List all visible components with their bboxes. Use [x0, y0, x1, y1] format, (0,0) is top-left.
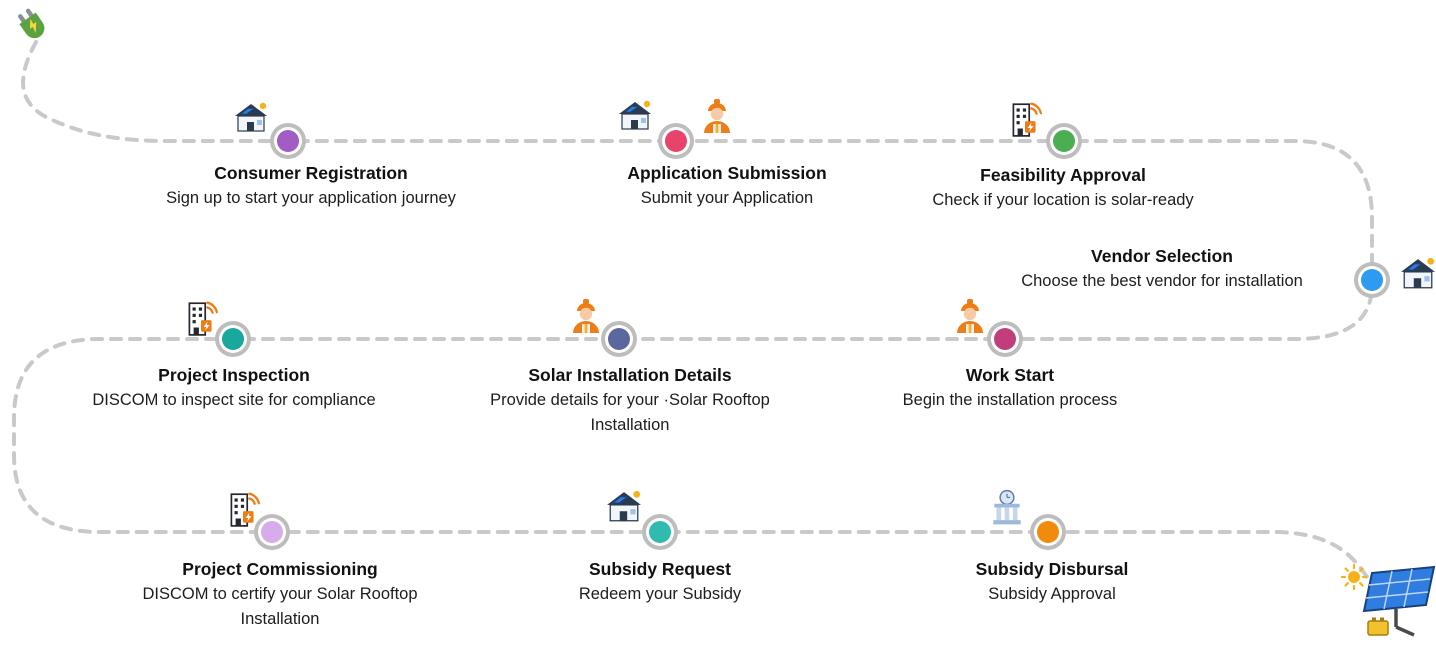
step-title: Project Commissioning [182, 559, 378, 579]
power-plug-icon [12, 6, 58, 52]
worker-icon [954, 297, 986, 333]
step-description: Begin the installation process [902, 391, 1118, 409]
step-title: Project Inspection [158, 365, 310, 385]
project-commissioning-node [261, 521, 283, 543]
solar-house-icon [232, 101, 270, 135]
step-description: Redeem your Subsidy [578, 585, 742, 603]
step-title: Subsidy Request [589, 559, 731, 579]
solar-panel-icon [1338, 563, 1436, 643]
subsidy-disbursal-node [1037, 521, 1059, 543]
step-title: Work Start [965, 365, 1055, 385]
feasibility-approval-node [1053, 130, 1075, 152]
solar-house-icon [604, 489, 644, 525]
step-description: Subsidy Approval [988, 585, 1116, 603]
step-title: Solar Installation Details [528, 365, 732, 385]
step-description: DISCOM to inspect site for compliance [92, 391, 376, 409]
vendor-selection-node [1361, 269, 1383, 291]
solar-house-icon [1398, 256, 1436, 292]
step-description: Check if your location is solar-ready [932, 191, 1194, 209]
application-submission-node [665, 130, 687, 152]
step-description: Sign up to start your application journe… [166, 189, 456, 207]
building-signal-icon [1008, 100, 1042, 138]
step-title: Subsidy Disbursal [975, 559, 1129, 579]
step-description: Choose the best vendor for installation [1021, 272, 1303, 290]
subsidy-request-node [649, 521, 671, 543]
step-description: Provide details for your ·Solar Rooftop … [490, 391, 770, 434]
work-start-node [994, 328, 1016, 350]
dashed-route-line [12, 40, 1388, 605]
solar-house-icon [616, 99, 654, 133]
worker-icon [701, 97, 733, 133]
building-signal-icon [226, 490, 260, 528]
step-title: Feasibility Approval [980, 165, 1146, 185]
building-signal-icon [184, 299, 218, 337]
worker-icon [570, 297, 602, 333]
step-description: DISCOM to certify your Solar Rooftop Ins… [142, 585, 418, 628]
bank-icon [988, 489, 1026, 527]
project-inspection-node [222, 328, 244, 350]
step-title: Vendor Selection [1091, 246, 1233, 266]
solar-installation-details-node [608, 328, 630, 350]
consumer-registration-node [277, 130, 299, 152]
step-title: Consumer Registration [214, 163, 408, 183]
step-title: Application Submission [627, 163, 827, 183]
step-description: Submit your Application [640, 189, 814, 207]
